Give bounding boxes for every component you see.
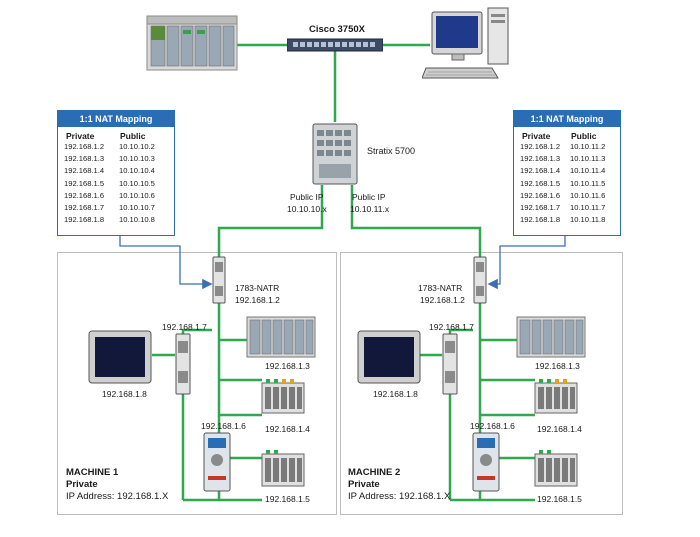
- drive-icon: [203, 432, 231, 492]
- public-ip-right-title: Public IP: [352, 192, 386, 202]
- m2-plc-ip: 192.168.1.3: [535, 361, 580, 371]
- nat-right-private: 192.168.1.4: [520, 166, 561, 176]
- nat-right-public: 10.10.11.6: [570, 190, 606, 200]
- m2-machine-info: MACHINE 2 Private IP Address: 192.168.1.…: [348, 467, 450, 503]
- nat-left-private: 192.168.1.2: [64, 142, 105, 151]
- drive-icon: [472, 432, 500, 492]
- m1-io2-ip: 192.168.1.5: [265, 494, 310, 504]
- natr-device-icon: [473, 256, 487, 304]
- m2-private: Private: [348, 479, 380, 490]
- plc-chassis-icon: [516, 316, 586, 358]
- m2-hmi-ip: 192.168.1.8: [373, 389, 418, 399]
- nat-mapping-right: 1:1 NAT Mapping Private Public 192.168.1…: [513, 110, 621, 236]
- nat-left-col-public: Public: [120, 131, 146, 141]
- m2-ip-address: IP Address: 192.168.1.X: [348, 491, 451, 502]
- plc-rack-icon: [146, 15, 238, 71]
- nat-right-title: 1:1 NAT Mapping: [514, 111, 620, 127]
- nat-right-public: 10.10.11.3: [570, 154, 606, 164]
- stratix-switch-icon: [312, 123, 358, 185]
- io-module-icon: [534, 379, 578, 414]
- nat-right-public: 10.10.11.7: [570, 203, 606, 213]
- nat-left-public: 10.10.10.5: [119, 178, 155, 188]
- nat-left-public: 10.10.10.2: [119, 142, 155, 151]
- nat-right-private: 192.168.1.5: [520, 178, 561, 188]
- m1-name: MACHINE 1: [66, 467, 119, 478]
- m1-io1-ip: 192.168.1.4: [265, 424, 310, 434]
- nat-right-private: 192.168.1.7: [520, 203, 561, 213]
- io-module-icon: [261, 379, 305, 414]
- adapter-device-icon: [175, 333, 191, 395]
- nat-right-col-private: Private: [522, 131, 551, 141]
- adapter-device-icon: [442, 333, 458, 395]
- m1-machine-info: MACHINE 1 Private IP Address: 192.168.1.…: [66, 467, 168, 503]
- nat-right-private: 192.168.1.6: [520, 190, 561, 200]
- public-ip-left-title: Public IP: [290, 192, 324, 202]
- m1-private: Private: [66, 479, 98, 490]
- m2-drive-ip: 192.168.1.6: [470, 421, 515, 431]
- m2-adapter-ip: 192.168.1.7: [429, 322, 474, 332]
- cisco-switch-icon: [287, 38, 383, 52]
- m2-name: MACHINE 2: [348, 467, 401, 478]
- m1-drive-ip: 192.168.1.6: [201, 421, 246, 431]
- m2-io2-ip: 192.168.1.5: [537, 494, 582, 504]
- nat-left-private: 192.168.1.8: [64, 215, 105, 225]
- m2-io1-ip: 192.168.1.4: [537, 424, 582, 434]
- nat-mapping-left: 1:1 NAT Mapping Private Public 192.168.1…: [57, 110, 175, 236]
- nat-left-private: 192.168.1.5: [64, 178, 105, 188]
- io-module-icon: [534, 450, 578, 487]
- nat-right-public: 10.10.11.2: [570, 142, 606, 151]
- public-ip-right-value: 10.10.11.x: [350, 204, 390, 214]
- hmi-panel-icon: [88, 330, 152, 384]
- nat-left-private: 192.168.1.7: [64, 203, 105, 213]
- nat-left-private: 192.168.1.3: [64, 154, 105, 164]
- nat-left-public: 10.10.10.8: [119, 215, 155, 225]
- nat-right-private: 192.168.1.3: [520, 154, 561, 164]
- hmi-panel-icon: [357, 330, 421, 384]
- m1-plc-ip: 192.168.1.3: [265, 361, 310, 371]
- cisco-switch-label: Cisco 3750X: [309, 24, 365, 35]
- nat-right-public: 10.10.11.4: [570, 166, 606, 176]
- nat-left-private: 192.168.1.6: [64, 190, 105, 200]
- nat-left-public: 10.10.10.4: [119, 166, 155, 176]
- computer-icon: [422, 7, 509, 79]
- m1-adapter-ip: 192.168.1.7: [162, 322, 207, 332]
- plc-chassis-icon: [246, 316, 316, 358]
- nat-left-public: 10.10.10.3: [119, 154, 155, 164]
- nat-left-col-private: Private: [66, 131, 95, 141]
- nat-right-col-public: Public: [571, 131, 597, 141]
- m1-natr-name: 1783-NATR: [235, 283, 280, 293]
- m2-natr-ip: 192.168.1.2: [420, 295, 465, 305]
- nat-right-public: 10.10.11.5: [570, 178, 606, 188]
- public-ip-left-value: 10.10.10.x: [287, 204, 327, 214]
- m1-ip-address: IP Address: 192.168.1.X: [66, 491, 169, 502]
- nat-right-private: 192.168.1.2: [520, 142, 561, 151]
- m1-natr-ip: 192.168.1.2: [235, 295, 280, 305]
- nat-left-title: 1:1 NAT Mapping: [58, 111, 174, 127]
- nat-right-private: 192.168.1.8: [520, 215, 561, 225]
- natr-device-icon: [212, 256, 226, 304]
- stratix-label: Stratix 5700: [367, 146, 416, 156]
- m1-hmi-ip: 192.168.1.8: [102, 389, 147, 399]
- nat-left-public: 10.10.10.6: [119, 190, 155, 200]
- nat-right-public: 10.10.11.8: [570, 215, 606, 225]
- m2-natr-name: 1783-NATR: [418, 283, 463, 293]
- nat-left-private: 192.168.1.4: [64, 166, 105, 176]
- nat-left-public: 10.10.10.7: [119, 203, 155, 213]
- io-module-icon: [261, 450, 305, 487]
